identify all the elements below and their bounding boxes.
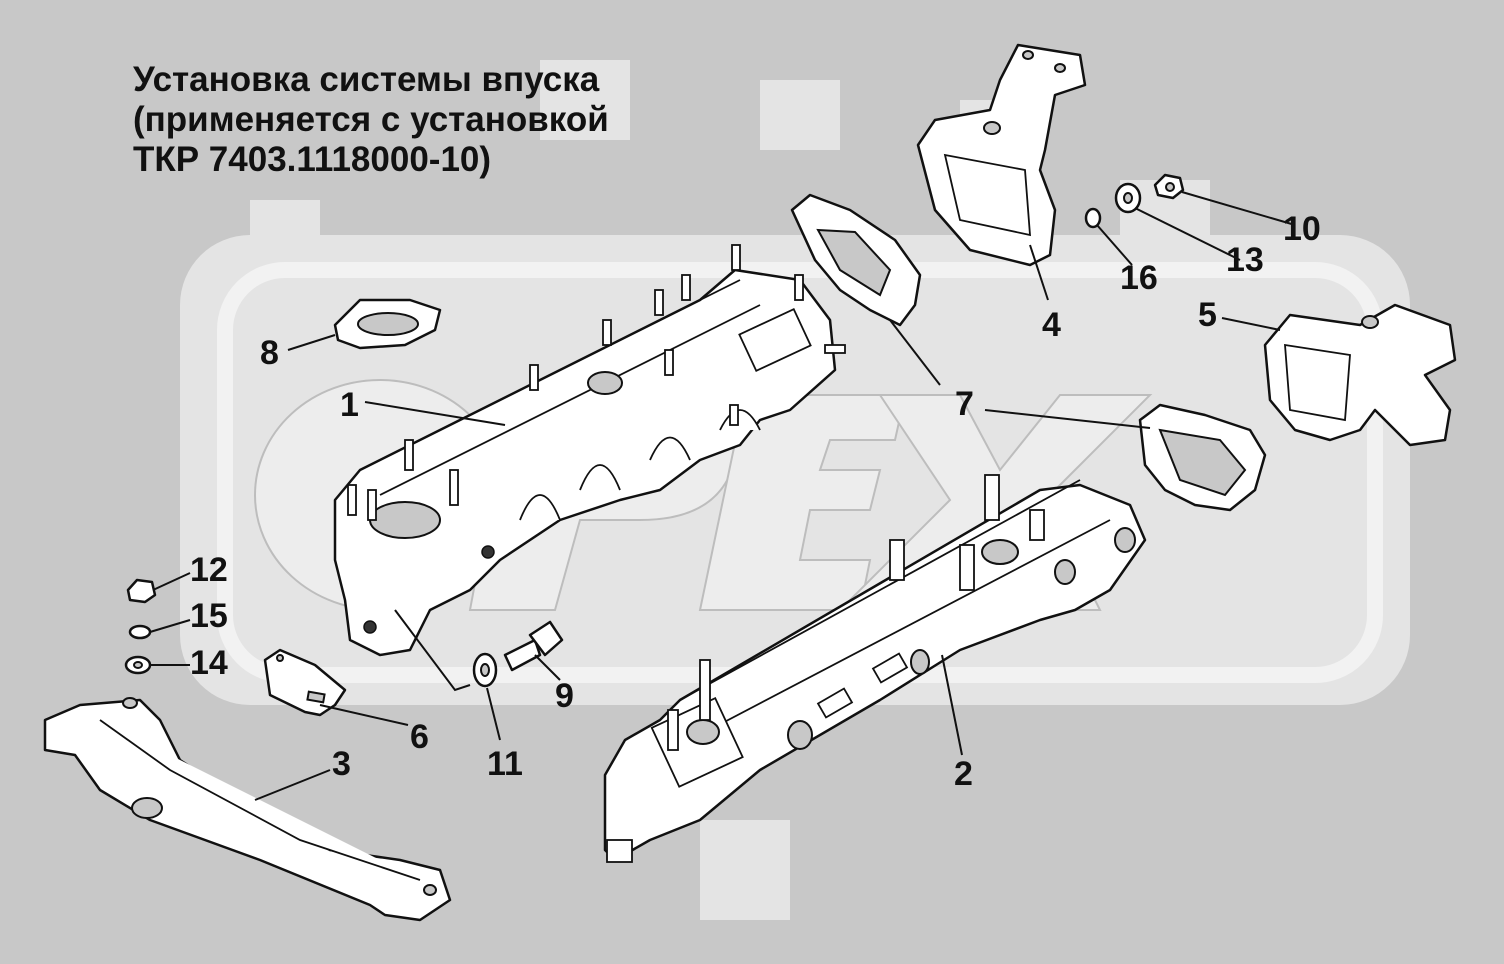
part-11-washer — [472, 652, 498, 688]
callout-4: 4 — [1042, 306, 1061, 344]
part-1-intake-manifold — [333, 244, 846, 657]
part-8-gasket — [333, 298, 442, 350]
callout-10: 10 — [1283, 210, 1321, 248]
leader-lines — [149, 191, 1296, 801]
callout-15: 15 — [190, 597, 228, 635]
callout-5: 5 — [1198, 296, 1217, 334]
part-13-washer — [1114, 182, 1142, 214]
part-16-spring-washer — [1084, 207, 1102, 229]
callout-2: 2 — [954, 755, 973, 793]
part-7-gasket-lower — [1138, 403, 1267, 512]
part-9-bolt — [503, 620, 564, 672]
part-5-adapter — [1263, 303, 1457, 447]
part-7-gasket-upper — [790, 193, 922, 327]
callout-1: 1 — [340, 386, 359, 424]
callout-3: 3 — [332, 745, 351, 783]
callout-16: 16 — [1120, 259, 1158, 297]
callout-14: 14 — [190, 644, 228, 682]
callout-12: 12 — [190, 551, 228, 589]
part-6-flange — [263, 648, 347, 717]
callout-13: 13 — [1226, 241, 1264, 279]
part-12-nut — [126, 578, 157, 604]
title-line-2: (применяется с установкой — [133, 100, 609, 139]
part-4-adapter — [916, 43, 1087, 267]
callout-8: 8 — [260, 334, 279, 372]
diagram-title: Установка системы впуска(применяется с у… — [133, 60, 609, 180]
part-15-spring-washer — [128, 624, 152, 640]
part-3-pipe — [43, 697, 452, 922]
part-2-manifold — [603, 474, 1147, 863]
part-10-nut — [1153, 173, 1185, 200]
part-14-washer — [124, 655, 152, 675]
callout-9: 9 — [555, 677, 574, 715]
callout-6: 6 — [410, 718, 429, 756]
callout-7: 7 — [955, 385, 974, 423]
title-line-1: Установка системы впуска — [133, 60, 600, 99]
callout-11: 11 — [487, 745, 523, 783]
title-line-3: ТКР 7403.1118000-10) — [133, 140, 492, 179]
